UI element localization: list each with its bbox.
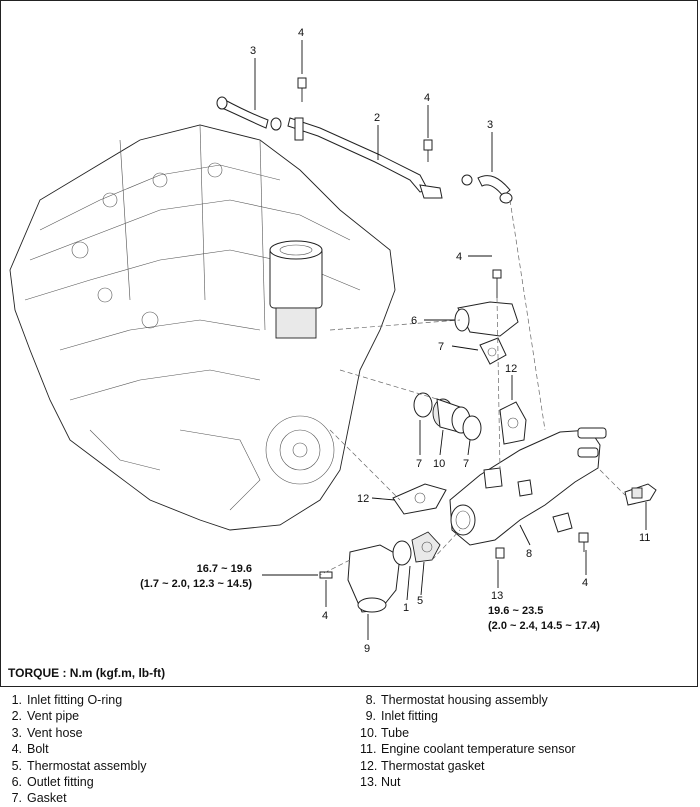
callout-5: 5: [417, 595, 423, 607]
callout-6: 6: [411, 315, 417, 327]
callout-9: 9: [364, 643, 370, 655]
callout-1: 1: [403, 602, 409, 614]
callout-3-right: 3: [487, 119, 493, 131]
legend-item: 4.Bolt: [11, 742, 49, 757]
legend-item: 9.Inlet fitting: [365, 709, 438, 724]
coolant-sensor-illustration: [624, 483, 657, 506]
torque-spec-inlet-line2: (1.7 ~ 2.0, 12.3 ~ 14.5): [140, 578, 252, 590]
outlet-fitting-group: [454, 269, 527, 445]
callout-11: 11: [639, 532, 650, 544]
legend-item: 3.Vent hose: [11, 725, 83, 740]
callout-7-right: 7: [463, 458, 469, 470]
legend-column-left: 1.Inlet fitting O-ring 2.Vent pipe 3.Ven…: [6, 692, 147, 807]
tube-assembly: [413, 392, 482, 441]
legend-item: 10.Tube: [360, 725, 410, 740]
assembly-guide-lines: [319, 199, 626, 576]
callout-3-left: 3: [250, 45, 256, 57]
legend-item: 8.Thermostat housing assembly: [365, 693, 548, 707]
legend-item: 2.Vent pipe: [11, 709, 80, 724]
legend-item: 11.Engine coolant temperature sensor: [360, 742, 576, 757]
legend-column-right: 8.Thermostat housing assembly 9.Inlet fi…: [360, 692, 576, 790]
housing-bolt-illustration: [578, 532, 589, 552]
callout-13: 13: [491, 590, 503, 602]
callout-4-top: 4: [298, 27, 304, 39]
exploded-view-diagram: 3 4 2 4 3 4 6 7 12 7 10 7 12 8 11 13 4 4…: [9, 27, 657, 655]
thermostat-housing-illustration: [392, 427, 607, 559]
torque-spec-nut-line1: 19.6 ~ 23.5: [488, 605, 543, 617]
torque-spec-inlet-line1: 16.7 ~ 19.6: [197, 563, 252, 575]
vent-pipe-assembly: [216, 77, 513, 204]
diagram-frame: [0, 0, 698, 687]
callout-7-outlet: 7: [438, 341, 444, 353]
callout-4-mid: 4: [424, 92, 430, 104]
callout-4-outlet: 4: [456, 251, 462, 263]
inlet-fitting-illustration: [319, 531, 441, 613]
legend-item: 6.Outlet fitting: [11, 774, 94, 789]
callout-4-inlet: 4: [322, 610, 328, 622]
callout-10: 10: [433, 458, 445, 470]
callout-12-upper: 12: [505, 363, 517, 375]
legend-item: 13.Nut: [360, 774, 401, 789]
legend-item: 5.Thermostat assembly: [11, 758, 147, 773]
engine-block-illustration: [9, 124, 396, 531]
torque-units-header: TORQUE : N.m (kgf.m, lb-ft): [8, 666, 166, 680]
callout-2: 2: [374, 112, 380, 124]
callout-4-housing: 4: [582, 577, 588, 589]
legend-item: 12.Thermostat gasket: [360, 758, 485, 773]
torque-spec-nut-line2: (2.0 ~ 2.4, 14.5 ~ 17.4): [488, 620, 600, 632]
callout-7-left: 7: [416, 458, 422, 470]
legend-item: 7.Gasket: [11, 791, 67, 806]
leader-lines: [254, 40, 647, 640]
callout-12-lower: 12: [357, 493, 369, 505]
legend-item: 1.Inlet fitting O-ring: [11, 693, 123, 707]
callout-8: 8: [526, 548, 532, 560]
